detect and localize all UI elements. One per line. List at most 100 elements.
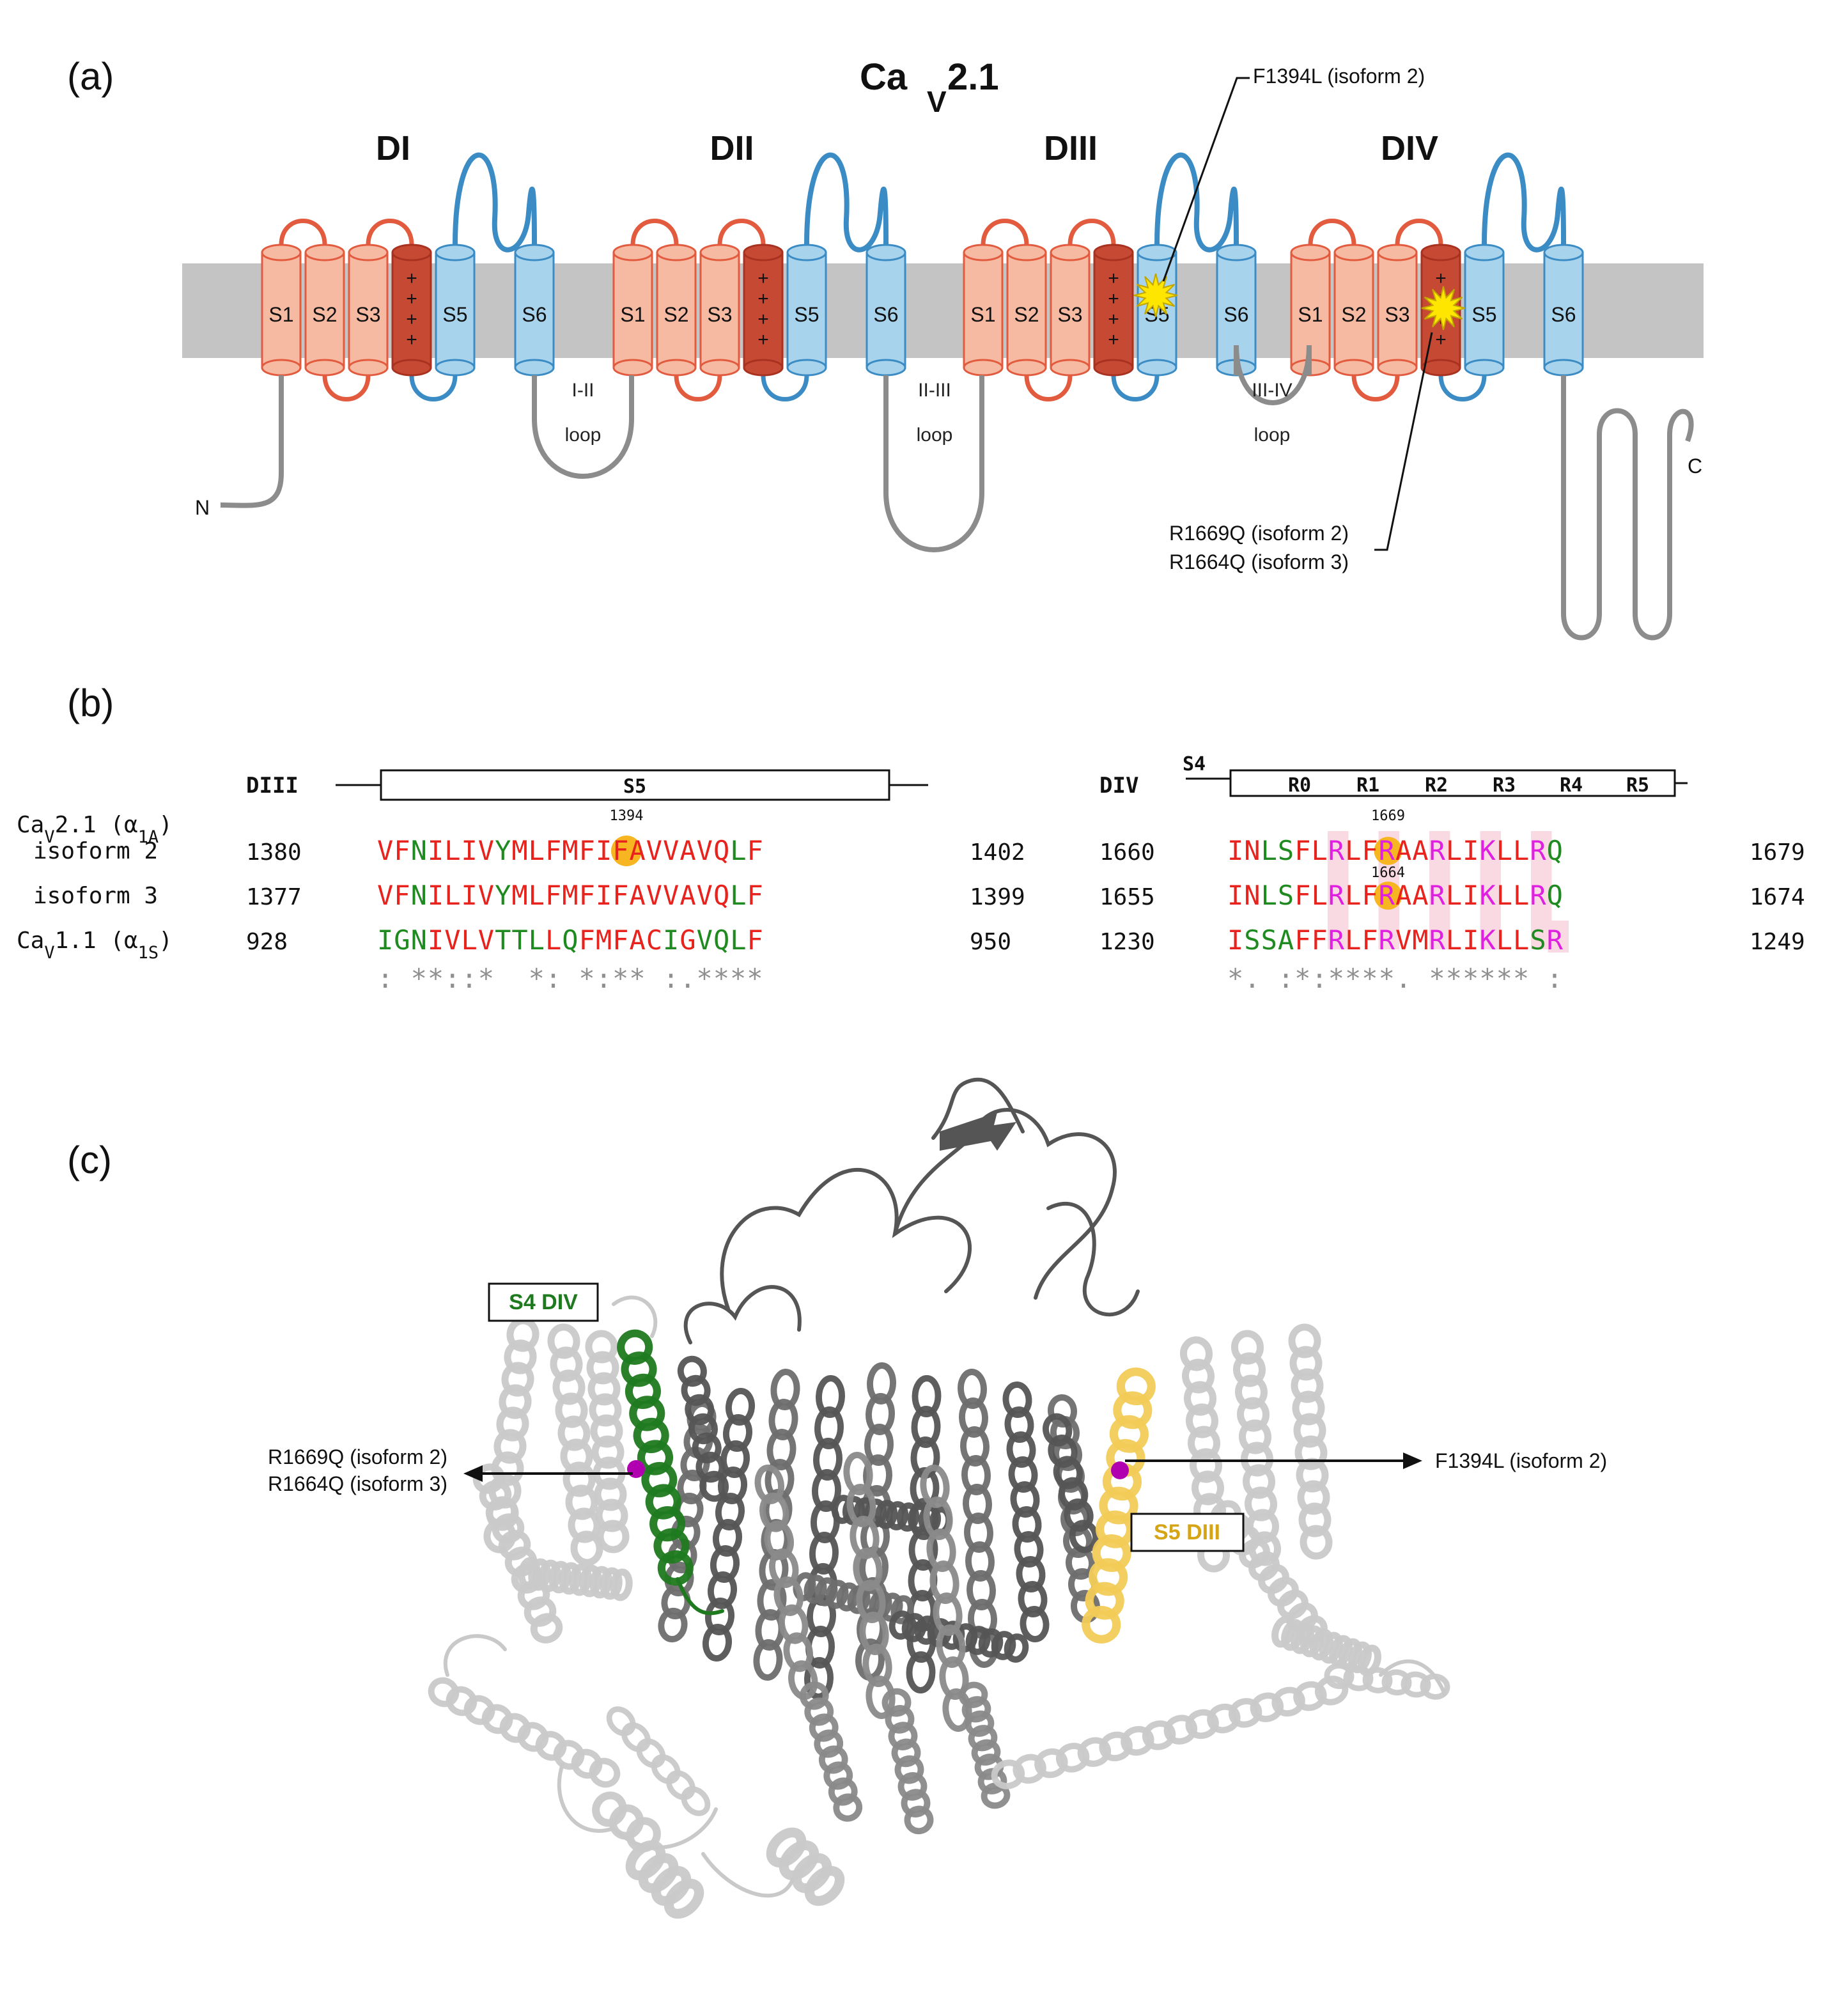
- r-label: R1: [1356, 774, 1379, 797]
- div-end-pos: 1249: [1750, 929, 1805, 955]
- helix-s2: S2: [1006, 244, 1047, 377]
- residue: F: [747, 880, 764, 911]
- domain-label-4: DIV: [1381, 129, 1438, 167]
- helix-top: [699, 244, 740, 261]
- helix-turn: [1121, 1725, 1154, 1756]
- helix-turn: [981, 1782, 1011, 1809]
- residue: F: [747, 835, 764, 866]
- residue: R: [1328, 880, 1345, 911]
- helix-turn: [498, 1530, 531, 1560]
- panel-c-label: (c): [67, 1139, 112, 1181]
- helix-turn: [428, 1677, 460, 1708]
- helix-turn: [965, 1626, 991, 1655]
- residue: I: [596, 880, 612, 911]
- residue: L: [1513, 924, 1530, 956]
- helix-frame: [428, 1677, 621, 1788]
- helix-turn: [769, 1548, 799, 1589]
- residue: L: [1345, 835, 1362, 866]
- helix-turn: [586, 1351, 619, 1385]
- helix-frame: [606, 1706, 711, 1816]
- residue: I: [428, 880, 444, 911]
- helix-turn: [1053, 1456, 1083, 1490]
- helix-s6: S6: [1543, 244, 1584, 377]
- helix-top: [1290, 244, 1331, 261]
- helix-frame: [1231, 1330, 1282, 1566]
- helix-turn: [661, 1584, 691, 1620]
- helix-s6: S6: [866, 244, 906, 377]
- helix-turn: [695, 1451, 726, 1483]
- helix-label: S6: [522, 303, 547, 326]
- gating-charge: +: [1108, 268, 1119, 289]
- helix-turn: [967, 1570, 996, 1610]
- helix-label: S1: [620, 303, 645, 326]
- residue: C: [646, 924, 663, 956]
- residue: V: [697, 835, 713, 866]
- helix-frame: [958, 1681, 1011, 1809]
- helix-turn: [621, 1722, 651, 1752]
- helix-turn: [978, 1628, 1004, 1658]
- helix-turn: [530, 1613, 563, 1644]
- helix-turn: [1288, 1323, 1321, 1358]
- loop-s4-s5: [409, 375, 458, 401]
- residue: M: [1412, 924, 1429, 956]
- residue: L: [1513, 835, 1530, 866]
- ext-loop-4: [683, 1285, 802, 1344]
- helix-turn: [535, 1731, 567, 1761]
- helix-frame: [920, 1465, 972, 1732]
- helix-turn: [585, 1330, 618, 1364]
- residue: I: [428, 924, 444, 956]
- loop-s3-s4: [1395, 219, 1443, 245]
- helix-turn: [768, 1399, 798, 1440]
- helix-body: [1050, 251, 1091, 369]
- r1669-sphere: [627, 1460, 645, 1478]
- residue: A: [679, 880, 696, 911]
- helix-turn: [699, 1470, 729, 1502]
- residue: Q: [713, 880, 730, 911]
- residue: R: [1429, 880, 1446, 911]
- helix-turn: [1271, 1686, 1305, 1717]
- helix-s1: S1: [963, 244, 1004, 377]
- loop-s1-s2: [1308, 219, 1356, 245]
- p-loop: [1154, 152, 1239, 253]
- helix-turn: [528, 1558, 551, 1591]
- helix-turn: [1297, 1480, 1330, 1515]
- helix-turn: [779, 1604, 809, 1644]
- s5-diii-label: S5 DIII: [1154, 1520, 1220, 1545]
- helix-turn: [1228, 1698, 1262, 1728]
- helix-turn: [1055, 1743, 1090, 1773]
- loop-s4-s5: [1111, 375, 1160, 401]
- charge-column-highlight: [1429, 831, 1450, 949]
- helix-turn: [692, 1432, 722, 1464]
- domain-label-2: DII: [710, 129, 754, 167]
- vsd-left-helix: [585, 1330, 630, 1553]
- diii-start-pos: 1377: [246, 884, 302, 910]
- helix-turn: [479, 1480, 512, 1511]
- helix-bottom: [348, 359, 389, 377]
- helix-bottom: [963, 359, 1004, 377]
- residue: A: [1412, 835, 1429, 866]
- helix-turn: [649, 1506, 686, 1542]
- helix-turn: [569, 1563, 592, 1596]
- charge-column-highlight: [1328, 831, 1349, 949]
- helix-s2: S2: [304, 244, 345, 377]
- helix-turn: [783, 1632, 813, 1672]
- helix-label: S6: [1223, 303, 1248, 326]
- residue: F: [545, 880, 562, 911]
- helix-s3: S3: [1050, 244, 1091, 377]
- residue: I: [377, 924, 394, 956]
- linker-ii-iii: [883, 375, 984, 552]
- residue: R: [1547, 924, 1564, 956]
- helix-turn: [862, 1644, 892, 1687]
- helix-top: [1006, 244, 1047, 261]
- residue: L: [1261, 835, 1278, 866]
- residue: F: [1362, 835, 1378, 866]
- helix-turn: [1185, 1709, 1219, 1739]
- helix-frame: [799, 1681, 863, 1822]
- helix-top: [1216, 244, 1257, 261]
- helix-turn: [1234, 1374, 1268, 1410]
- helix-top: [963, 244, 1004, 261]
- loop-s2-s3: [322, 375, 371, 401]
- residue: M: [596, 924, 612, 956]
